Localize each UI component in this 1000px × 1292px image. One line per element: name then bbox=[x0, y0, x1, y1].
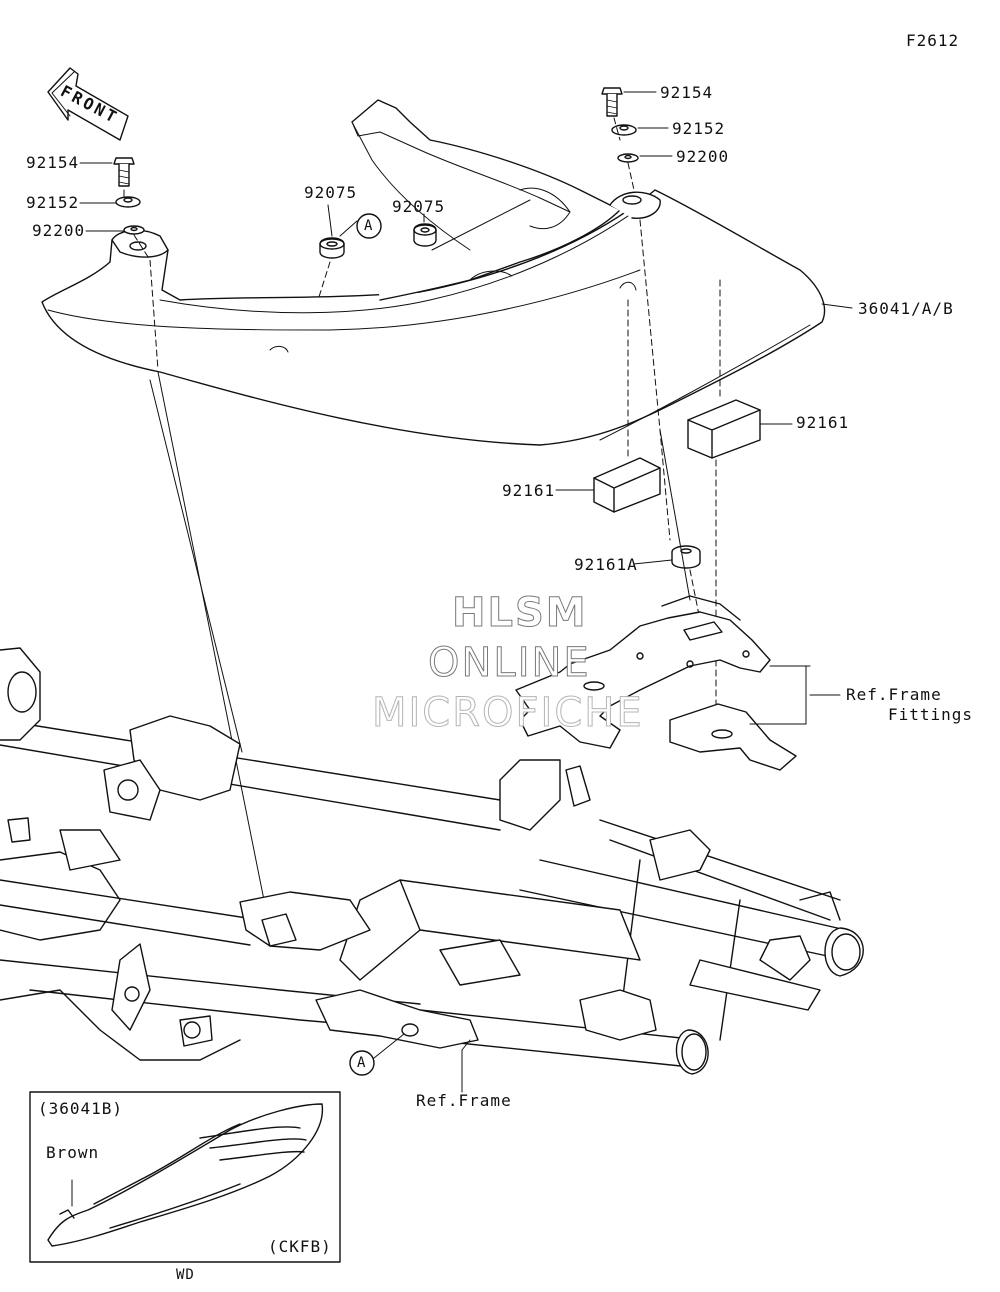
spacer-left-icon bbox=[123, 225, 145, 235]
bolt-left-icon bbox=[113, 157, 135, 187]
frame-fittings-part bbox=[515, 595, 811, 771]
inset-region-label: WD bbox=[176, 1267, 195, 1283]
grommet-a-icon bbox=[319, 237, 345, 259]
figure-code: F2612 bbox=[906, 31, 960, 50]
ref-frame-fittings-line2[interactable]: Fittings bbox=[888, 705, 974, 724]
watermark-line2: ONLINE bbox=[428, 640, 591, 687]
inset-part-label: (36041B) bbox=[38, 1099, 124, 1118]
part-label-pad-left[interactable]: 92161 bbox=[502, 481, 556, 500]
main-frame-part bbox=[0, 647, 864, 1075]
callout-circle-top bbox=[356, 213, 382, 239]
washer-left-icon bbox=[115, 196, 141, 208]
inset-color-note: Brown bbox=[46, 1143, 100, 1162]
seat-cover-part bbox=[41, 99, 826, 446]
part-label-spacer-right[interactable]: 92200 bbox=[676, 147, 730, 166]
watermark-line1: HLSM bbox=[452, 590, 588, 637]
pad-right-icon bbox=[687, 399, 761, 459]
inset-seat-cover-part bbox=[47, 1103, 324, 1247]
washer-right-icon bbox=[611, 124, 637, 136]
damper-icon bbox=[671, 545, 701, 569]
leader-lines bbox=[79, 91, 853, 1093]
part-label-seat-cover[interactable]: 36041/A/B bbox=[858, 299, 954, 318]
ref-frame-fittings-line1[interactable]: Ref.Frame bbox=[846, 685, 942, 704]
part-label-washer-left[interactable]: 92152 bbox=[26, 193, 80, 212]
pad-left-icon bbox=[593, 457, 661, 513]
part-label-damper[interactable]: 92161A bbox=[574, 555, 638, 574]
callout-label-bottom: A bbox=[357, 1055, 367, 1071]
part-label-grommet-b[interactable]: 92075 bbox=[392, 197, 446, 216]
spacer-right-icon bbox=[617, 153, 639, 163]
front-arrow-icon bbox=[47, 67, 129, 141]
callout-circle-bottom bbox=[349, 1050, 375, 1076]
part-label-spacer-left[interactable]: 92200 bbox=[32, 221, 86, 240]
part-label-bolt-left[interactable]: 92154 bbox=[26, 153, 80, 172]
ref-frame-label[interactable]: Ref.Frame bbox=[416, 1091, 512, 1110]
part-label-washer-right[interactable]: 92152 bbox=[672, 119, 726, 138]
part-label-bolt-right[interactable]: 92154 bbox=[660, 83, 714, 102]
part-label-grommet-a[interactable]: 92075 bbox=[304, 183, 358, 202]
part-label-pad-right[interactable]: 92161 bbox=[796, 413, 850, 432]
watermark-line3: MICROFICHE bbox=[372, 690, 644, 737]
grommet-b-icon bbox=[413, 223, 437, 247]
inset-variant-label: (CKFB) bbox=[268, 1237, 332, 1256]
assembly-solid-lines bbox=[149, 199, 691, 931]
bolt-right-icon bbox=[601, 87, 623, 117]
callout-label-top: A bbox=[364, 218, 374, 234]
